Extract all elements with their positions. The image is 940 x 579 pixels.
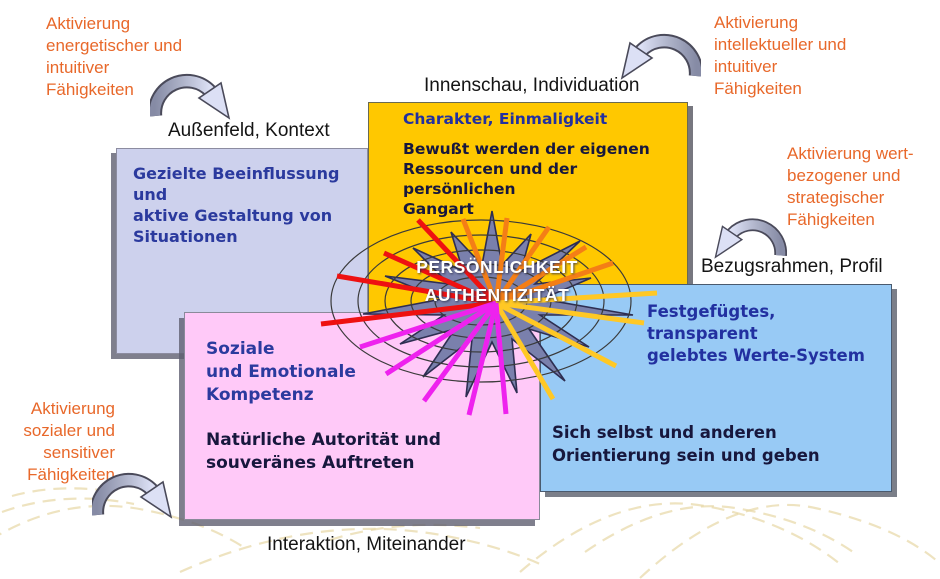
context-box-text: Gezielte Beeinflussung und aktive Gestal… — [133, 164, 340, 246]
social-box-heading: Soziale und Emotionale Kompetenz — [206, 339, 356, 405]
label-interaktion-miteinander: Interaktion, Miteinander — [267, 534, 466, 555]
center-caption: PERSÖNLICHKEIT AUTHENTIZITÄT — [380, 253, 614, 309]
values-box-body: Sich selbst und anderen Orientierung sei… — [552, 423, 820, 465]
character-box-body: Bewußt werden der eigenen Ressourcen und… — [403, 140, 650, 218]
label-bezugsrahmen-profil: Bezugsrahmen, Profil — [701, 256, 883, 277]
activation-note-right: Aktivierung wert- bezogener und strategi… — [787, 144, 914, 229]
label-innenschau-individuation: Innenschau, Individuation — [424, 75, 640, 96]
label-aussenfeld-kontext: Außenfeld, Kontext — [168, 120, 330, 141]
context-box: Gezielte Beeinflussung und aktive Gestal… — [116, 148, 368, 354]
curved-arrow-icon — [714, 218, 787, 259]
center-caption-line2: AUTHENTIZITÄT — [424, 285, 570, 305]
activation-note-top-right: Aktivierung intellektueller und intuitiv… — [714, 13, 847, 98]
values-box: Festgefügtes, transparent gelebtes Werte… — [540, 284, 892, 492]
values-box-heading: Festgefügtes, transparent gelebtes Werte… — [647, 302, 865, 365]
social-box: Soziale und Emotionale Kompetenz Natürli… — [184, 312, 540, 520]
activation-note-top-left: Aktivierung energetischer und intuitiver… — [46, 14, 183, 99]
activation-note-bottom-left: Aktivierung sozialer und sensitiver Fähi… — [23, 399, 115, 484]
character-box-heading: Charakter, Einmaligkeit — [403, 110, 608, 128]
curved-arrow-icon — [620, 33, 701, 80]
social-box-body: Natürliche Autorität und souveränes Auft… — [206, 430, 441, 473]
center-caption-line1: PERSÖNLICHKEIT — [416, 257, 578, 277]
